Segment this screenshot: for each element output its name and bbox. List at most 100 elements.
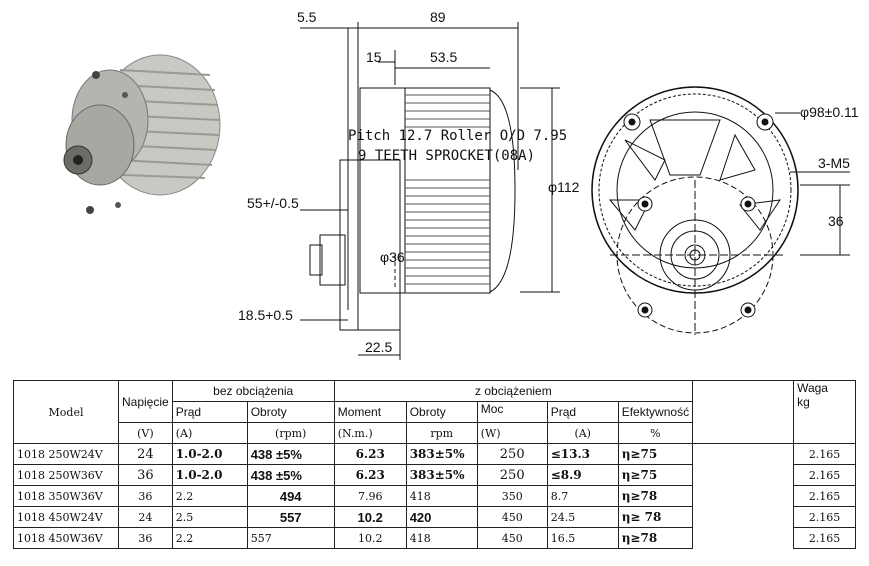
dim-15: 15 (366, 49, 382, 65)
cell-current2: ≤13.3 (546, 443, 619, 465)
cell-weight: 2.165 (793, 527, 857, 549)
cell-current: 2.2 (171, 527, 248, 549)
unit-current2: (A) (546, 422, 619, 444)
current2-header: Prąd (546, 401, 619, 423)
spec-table: Model Napięcie bez obciążenia z obciążen… (13, 380, 857, 549)
dim-53-5: 53.5 (430, 49, 457, 65)
unit-efficiency: % (617, 422, 694, 444)
dim-89: 89 (430, 9, 446, 25)
cell-current: 1.0-2.0 (171, 464, 248, 486)
table-row: 1018 250W36V 36 1.0-2.0 438 ±5% 6.23 383… (13, 464, 857, 486)
cell-speed: 438 ±5% (246, 464, 335, 486)
cell-weight: 2.165 (793, 443, 857, 465)
side-view (300, 22, 560, 360)
front-view (591, 86, 850, 335)
pitch-label: Pitch 12.7 Roller O/D 7.95 (348, 128, 567, 144)
no-load-header: bez obciążenia (171, 380, 335, 402)
cell-voltage: 24 (118, 506, 173, 528)
cell-power: 450 (476, 506, 548, 528)
cell-speed: 557 (246, 506, 335, 528)
table-row: 1018 250W24V 24 1.0-2.0 438 ±5% 6.23 383… (13, 443, 857, 465)
cell-speed: 494 (246, 485, 335, 507)
cell-torque: 7.96 (333, 485, 407, 507)
unit-power: (W) (476, 422, 548, 444)
cell-current2: ≤8.9 (546, 464, 619, 486)
cell-efficiency: η≥75 (617, 464, 694, 486)
dim-5-5: 5.5 (297, 9, 317, 25)
weight-header: Waga kg (793, 380, 857, 444)
cell-current: 2.5 (171, 506, 248, 528)
cell-efficiency: η≥78 (617, 485, 694, 507)
dim-36-inner: φ36 (380, 249, 405, 265)
cell-voltage: 24 (118, 443, 173, 465)
blank-column (692, 380, 795, 444)
cell-torque: 6.23 (333, 443, 407, 465)
cell-power: 250 (476, 464, 548, 486)
cell-model: 1018 250W36V (13, 464, 119, 486)
unit-speed: (rpm) (246, 422, 335, 444)
cell-weight: 2.165 (793, 464, 857, 486)
blank-cell (693, 507, 794, 528)
cell-voltage: 36 (118, 527, 173, 549)
speed-header: Obroty (246, 401, 335, 423)
dim-22-5: 22.5 (365, 339, 392, 355)
header-row-2: Prąd Obroty Moment Obroty Moc Prąd Efekt… (14, 401, 856, 423)
dim-55: 55+/-0.5 (247, 195, 299, 211)
cell-model: 1018 350W36V (13, 485, 119, 507)
blank-cell (693, 486, 794, 507)
cell-torque: 10.2 (333, 506, 407, 528)
dim-36-side: 36 (828, 213, 844, 229)
cell-current2: 8.7 (546, 485, 619, 507)
motor-photo (63, 54, 221, 214)
efficiency-header: Efektywność (617, 401, 694, 423)
cell-speed: 557 (246, 527, 335, 549)
cell-speed2: 418 (405, 527, 478, 549)
cell-power: 250 (476, 443, 548, 465)
blank-cell (693, 465, 794, 486)
unit-voltage: (V) (118, 422, 173, 444)
cell-speed2: 383±5% (405, 443, 478, 465)
cell-torque: 6.23 (333, 464, 407, 486)
cell-efficiency: η≥ 78 (617, 506, 694, 528)
voltage-header: Napięcie (118, 380, 173, 423)
table-row: 1018 350W36V 36 2.2 494 7.96 418 350 8.7… (13, 485, 857, 507)
cell-model: 1018 250W24V (13, 443, 119, 465)
cell-speed2: 420 (405, 506, 478, 528)
cell-torque: 10.2 (333, 527, 407, 549)
blank-cell (693, 528, 794, 549)
cell-current2: 24.5 (546, 506, 619, 528)
unit-speed2: rpm (405, 422, 478, 444)
dim-m5: 3-M5 (818, 155, 850, 171)
cell-speed2: 418 (405, 485, 478, 507)
cell-weight: 2.165 (793, 506, 857, 528)
blank-cell (693, 444, 794, 465)
sprocket-label: 9 TEETH SPROCKET(08A) (358, 148, 535, 164)
cell-voltage: 36 (118, 485, 173, 507)
cell-efficiency: η≥78 (617, 527, 694, 549)
torque-header: Moment (333, 401, 407, 423)
unit-torque: (N.m.) (333, 422, 407, 444)
cell-current2: 16.5 (546, 527, 619, 549)
cell-voltage: 36 (118, 464, 173, 486)
cell-current: 1.0-2.0 (171, 443, 248, 465)
cell-efficiency: η≥75 (617, 443, 694, 465)
load-header: z obciążeniem (333, 380, 694, 402)
model-header: Model (13, 380, 119, 444)
dim-98: φ98±0.11 (800, 104, 859, 120)
cell-weight: 2.165 (793, 485, 857, 507)
cell-power: 450 (476, 527, 548, 549)
dim-112: φ112 (548, 179, 580, 195)
power-header: Moc (476, 401, 548, 423)
cell-model: 1018 450W24V (13, 506, 119, 528)
dim-18-5: 18.5+0.5 (238, 307, 293, 323)
current-header: Prąd (171, 401, 248, 423)
table-row: 1018 450W24V 24 2.5 557 10.2 420 450 24.… (13, 506, 857, 528)
cell-speed: 438 ±5% (246, 443, 335, 465)
technical-drawing: 5.5 89 15 53.5 Pitch 12.7 Roller O/D 7.9… (63, 9, 859, 360)
table-row: 1018 450W36V 36 2.2 557 10.2 418 450 16.… (13, 527, 857, 549)
header-row-1: Model Napięcie bez obciążenia z obciążen… (13, 380, 857, 444)
cell-current: 2.2 (171, 485, 248, 507)
cell-model: 1018 450W36V (13, 527, 119, 549)
unit-current: (A) (171, 422, 248, 444)
speed2-header: Obroty (405, 401, 478, 423)
